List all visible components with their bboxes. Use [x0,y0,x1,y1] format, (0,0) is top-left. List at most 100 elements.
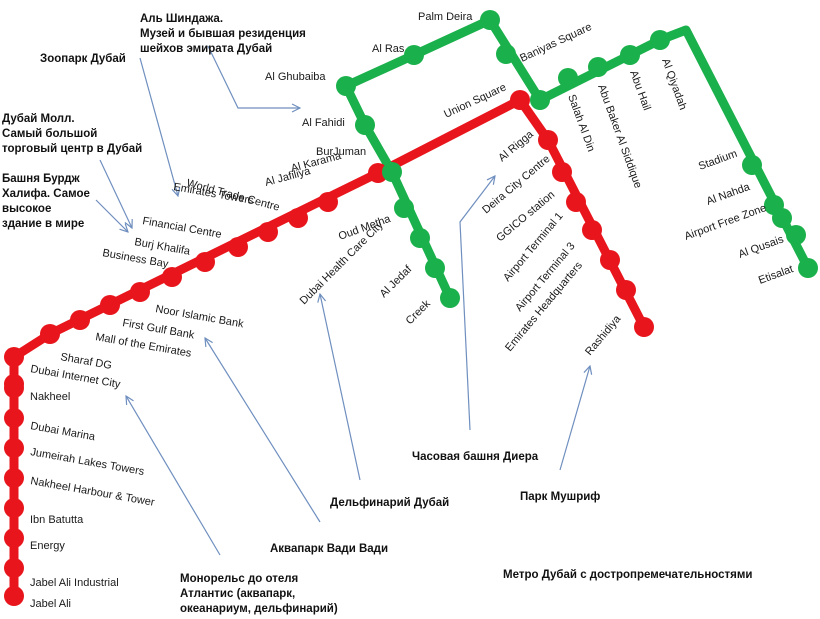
red-line-track [9,95,649,601]
red-station-noor-islamic-bank[interactable] [100,295,120,315]
red-station-burj-khalifa[interactable] [162,267,182,287]
green-station-label-al-qusais: Al Qusais [737,233,786,261]
landmark-label-5: Дельфинарий Дубай [330,497,449,509]
landmark-arrow-5 [320,294,361,481]
green-station-label-creek: Creek [404,298,434,328]
green-station-label-al-qiyadah: Al Qiyadah [659,57,689,112]
red-station-airport-terminal-1[interactable] [582,220,602,240]
red-station-label-jabel-ali-industrial: Jabel Ali Industrial [30,577,119,589]
red-station-ibn-batutta[interactable] [4,498,24,518]
red-station-label-jabel-ali: Jabel Ali [30,598,71,610]
red-station-financial-centre[interactable] [195,252,215,272]
green-station-etisalat[interactable] [798,258,818,278]
red-station-rashidiya[interactable] [634,317,654,337]
green-station-label-al-ghubaiba: Al Ghubaiba [265,71,326,83]
landmark-label-line-6-0: Парк Мушриф [520,491,600,503]
green-station-label-etisalat: Etisalat [757,263,795,287]
landmark-label-7: Аквапарк Вади Вади [270,543,388,555]
landmark-arrow-3 [95,199,128,232]
landmark-label-line-3-0: Башня Бурдж [2,173,80,185]
landmark-arrow-0 [207,45,300,108]
green-station-al-fahidi[interactable] [355,115,375,135]
red-station-dubai-marina[interactable] [4,408,24,428]
red-station-label-rashidiya: Rashidiya [583,313,624,358]
landmark-label-line-2-1: Самый большой [2,128,97,140]
red-station-label-jumeirah-lakes-towers: Jumeirah Lakes Towers [29,446,145,478]
green-station-union-square[interactable] [530,90,550,110]
green-station-salah-al-din[interactable] [558,68,578,88]
red-station-al-jafiliya[interactable] [288,208,308,228]
red-station-label-dubai-marina: Dubai Marina [29,420,96,443]
landmark-label-line-0-0: Аль Шиндажа. [140,13,223,25]
landmark-label-line-2-0: Дубай Молл. [2,113,75,125]
green-station-label-baniyas-square: Baniyas Square [518,21,593,65]
landmark-arrow-2 [99,159,132,228]
landmark-label-line-4-0: Часовая башня Диера [412,451,539,463]
red-station-label-energy: Energy [30,540,65,552]
red-station-label-nakheel: Nakheel [30,391,70,403]
red-station-dubai-internet-city[interactable] [4,374,24,394]
landmark-label-4: Часовая башня Диера [412,451,539,463]
red-station-first-gulf-bank[interactable] [70,310,90,330]
landmark-arrow-7 [205,338,321,523]
red-station-jumeirah-lakes-towers[interactable] [4,438,24,458]
red-station-al-rigga[interactable] [538,130,558,150]
red-station-label-ibn-batutta: Ibn Batutta [30,514,84,526]
red-station-mall-of-the-emirates[interactable] [40,324,60,344]
red-station-jabel-ali-industrial[interactable] [4,558,24,578]
green-station-al-ras[interactable] [404,45,424,65]
red-station-world-trade-centre[interactable] [258,222,278,242]
landmark-arrow-6 [559,366,590,471]
red-station-jabel-ali[interactable] [4,586,24,606]
green-station-label-palm-deira: Palm Deira [418,11,473,23]
green-station-abu-baker-al-siddique[interactable] [588,57,608,77]
landmark-label-line-3-3: здание в мире [2,218,84,230]
red-station-airport-terminal-3[interactable] [600,250,620,270]
green-station-al-ghubaiba[interactable] [336,76,356,96]
green-station-label-abu-hail: Abu Hail [627,69,652,112]
green-station-burjuman[interactable] [382,162,402,182]
landmark-arrow-1 [139,57,178,196]
red-station-label-financial-centre: Financial Centre [141,215,222,241]
red-station-union-square[interactable] [510,90,530,110]
red-station-deira-city-centre[interactable] [552,162,572,182]
landmark-label-line-1-0: Зоопарк Дубай [40,53,126,65]
green-station-creek[interactable] [440,288,460,308]
green-station-label-airport-free-zone: Airport Free Zone [683,202,768,243]
green-station-abu-hail[interactable] [620,45,640,65]
green-station-palm-deira[interactable] [480,10,500,30]
green-station-label-stadium: Stadium [697,148,739,173]
landmark-label-line-7-0: Аквапарк Вади Вади [270,543,388,555]
green-station-label-al-jedaf: Al Jedaf [378,263,415,300]
landmark-label-line-8-0: Монорельс до отеля [180,573,298,585]
green-station-label-al-ras: Al Ras [372,43,405,55]
landmark-label-line-8-1: Атлантис (аквапарк, [180,588,295,600]
green-station-label-abu-baker-al-siddique: Abu Baker Al Siddique [595,83,644,190]
green-station-al-qusais[interactable] [786,225,806,245]
red-station-emirates-towers[interactable] [228,237,248,257]
red-station-emirates-headquarters[interactable] [616,280,636,300]
green-station-label-al-fahidi: Al Fahidi [302,117,345,129]
red-station-energy[interactable] [4,528,24,548]
landmark-label-line-3-2: высокое [2,203,51,215]
landmark-label-line-0-1: Музей и бывшая резиденция [140,28,306,40]
green-station-oud-metha[interactable] [394,198,414,218]
red-station-ggico-station[interactable] [566,192,586,212]
red-station-al-karama[interactable] [318,192,338,212]
red-station-nakheel-harbour-tower[interactable] [4,468,24,488]
green-station-baniyas-square[interactable] [496,44,516,64]
green-station-al-jedaf[interactable] [425,258,445,278]
green-station-airport-free-zone[interactable] [772,208,792,228]
green-station-al-qiyadah[interactable] [650,30,670,50]
map-caption: Метро Дубай с достропремечательностями [503,569,752,581]
green-station-label-al-nahda: Al Nahda [705,181,752,208]
landmark-label-line-0-2: шейхов эмирата Дубай [140,43,272,55]
red-station-business-bay[interactable] [130,282,150,302]
green-station-stadium[interactable] [742,155,762,175]
green-station-dubai-health-care-city[interactable] [410,228,430,248]
red-station-label-al-rigga: Al Rigga [496,128,536,164]
red-station-sharaf-dg[interactable] [4,347,24,367]
